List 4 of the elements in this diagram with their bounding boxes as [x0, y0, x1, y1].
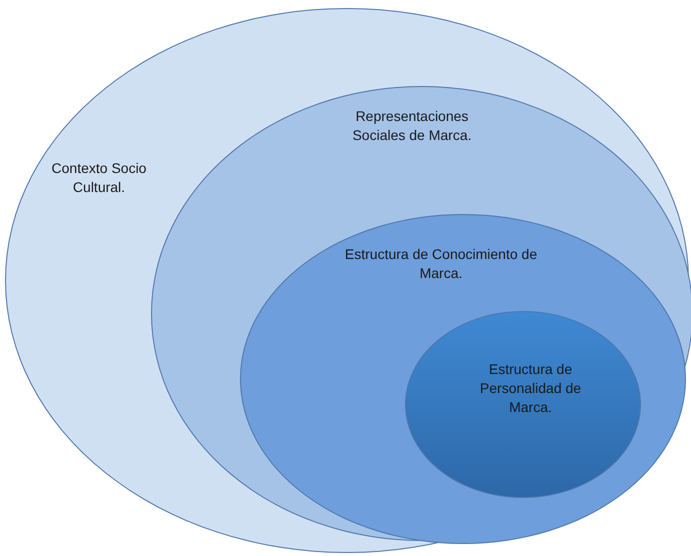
ellipse-label: Estructura de Conocimiento de Marca.	[344, 245, 538, 283]
ellipse-label: Contexto Socio Cultural.	[50, 159, 148, 197]
ellipse-label: Representaciones Sociales de Marca.	[351, 107, 473, 145]
ellipse-label: Estructura de Personalidad de Marca.	[478, 360, 582, 417]
